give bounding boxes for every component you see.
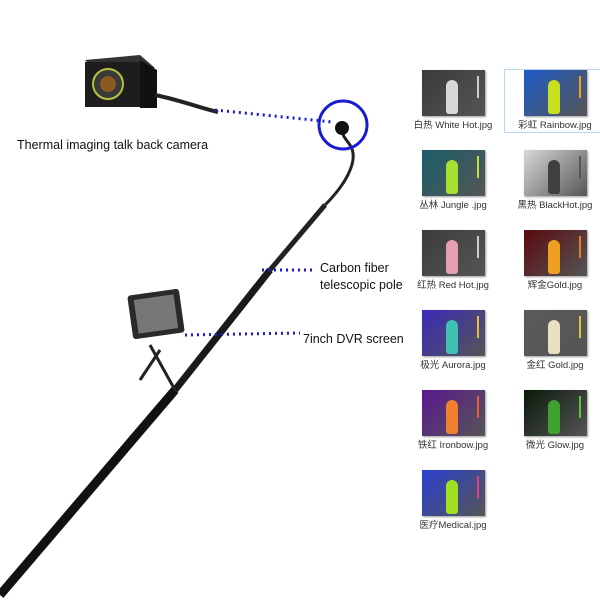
thermal-image [523, 70, 587, 116]
person-silhouette [445, 240, 458, 274]
file-name: 辉金Gold.jpg [527, 280, 583, 291]
screen-label: 7inch DVR screen [303, 332, 404, 346]
file-thumbnail[interactable]: 黑热 BlackHot.jpg [505, 150, 600, 212]
thermal-image [421, 310, 485, 356]
scale-bar [578, 396, 581, 418]
thermal-image [421, 70, 485, 116]
scale-bar [578, 316, 581, 338]
file-thumbnail[interactable]: 辉金Gold.jpg [505, 230, 600, 292]
scale-bar [476, 236, 479, 258]
scale-bar [578, 76, 581, 98]
scale-bar [476, 476, 479, 498]
scale-bar [476, 76, 479, 98]
file-name: 医疗Medical.jpg [419, 520, 487, 531]
file-thumbnail[interactable]: 医疗Medical.jpg [403, 470, 503, 532]
thermal-image [523, 390, 587, 436]
person-silhouette [445, 80, 458, 114]
file-name: 彩虹 Rainbow.jpg [518, 120, 592, 131]
file-thumbnail[interactable]: 白热 White Hot.jpg [403, 70, 503, 132]
thermal-image [421, 470, 485, 516]
person-silhouette [547, 240, 560, 274]
thermal-image [523, 310, 587, 356]
pole-label: Carbon fiber telescopic pole [320, 261, 403, 292]
file-name: 红热 Red Hot.jpg [417, 280, 489, 291]
file-thumbnail[interactable]: 金红 Gold.jpg [505, 310, 600, 372]
thermal-image [421, 150, 485, 196]
person-silhouette [547, 80, 560, 114]
file-name: 丛林 Jungle .jpg [419, 200, 487, 211]
person-silhouette [445, 400, 458, 434]
person-silhouette [547, 400, 560, 434]
file-thumbnail[interactable]: 红热 Red Hot.jpg [403, 230, 503, 292]
scale-bar [476, 396, 479, 418]
scale-bar [578, 156, 581, 178]
file-name: 铁红 Ironbow.jpg [417, 440, 489, 451]
person-silhouette [547, 320, 560, 354]
file-name: 金红 Gold.jpg [526, 360, 584, 371]
camera-label: Thermal imaging talk back camera [17, 138, 209, 152]
thermal-image [421, 390, 485, 436]
pointer-lines [184, 108, 333, 337]
camera-head-highlight [317, 99, 369, 151]
scale-bar [476, 156, 479, 178]
file-name: 黑热 BlackHot.jpg [517, 200, 593, 211]
file-thumbnail[interactable]: 铁红 Ironbow.jpg [403, 390, 503, 452]
person-silhouette [445, 160, 458, 194]
person-silhouette [547, 160, 560, 194]
thermal-camera [85, 55, 219, 114]
file-thumbnail[interactable]: 极光 Aurora.jpg [403, 310, 503, 372]
scale-bar [578, 236, 581, 258]
file-thumbnail[interactable]: 彩虹 Rainbow.jpg [504, 69, 600, 133]
thermal-image [421, 230, 485, 276]
person-silhouette [445, 480, 458, 514]
file-name: 白热 White Hot.jpg [413, 120, 493, 131]
dvr-screen [127, 288, 185, 391]
file-name: 微光 Glow.jpg [525, 440, 585, 451]
file-name: 极光 Aurora.jpg [420, 360, 486, 371]
thermal-image [523, 150, 587, 196]
file-thumbnail[interactable]: 丛林 Jungle .jpg [403, 150, 503, 212]
person-silhouette [445, 320, 458, 354]
thermal-image [523, 230, 587, 276]
file-thumbnail[interactable]: 微光 Glow.jpg [505, 390, 600, 452]
telescopic-pole [0, 129, 355, 598]
scale-bar [476, 316, 479, 338]
